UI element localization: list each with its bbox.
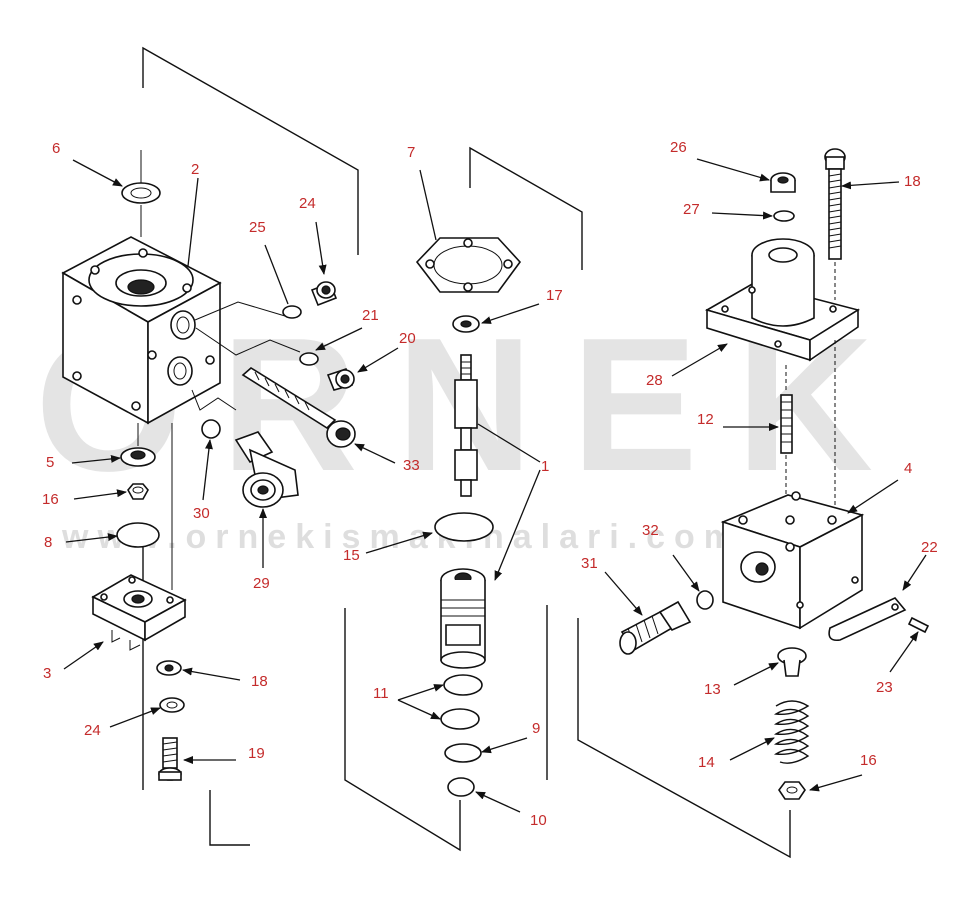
part-28-solenoid-housing bbox=[704, 238, 861, 362]
callout-29: 29 bbox=[253, 575, 270, 592]
part-1-cartridge-body bbox=[440, 568, 486, 669]
callout-13: 13 bbox=[704, 681, 721, 698]
part-10-seal bbox=[447, 777, 475, 797]
part-4-valve-block bbox=[720, 491, 865, 630]
part-24-plug bbox=[310, 281, 338, 307]
right-assembly bbox=[577, 148, 930, 859]
callout-26: 26 bbox=[670, 139, 687, 156]
callout-11: 11 bbox=[373, 685, 389, 702]
leader-arrows bbox=[63, 158, 927, 813]
callout-1: 1 bbox=[541, 458, 549, 475]
assembly-bracket bbox=[209, 790, 250, 846]
callout-12: 12 bbox=[697, 411, 714, 428]
assembly-bracket bbox=[469, 146, 583, 270]
part-23-screw bbox=[907, 616, 930, 634]
part-9-o-ring bbox=[444, 743, 482, 763]
callout-19: 19 bbox=[248, 745, 265, 762]
part-27-o-ring bbox=[773, 210, 795, 222]
callout-23: 23 bbox=[876, 679, 893, 696]
part-22-bracket bbox=[828, 597, 907, 642]
part-11-o-ring bbox=[440, 708, 480, 730]
callout-17: 17 bbox=[546, 287, 563, 304]
callout-9: 9 bbox=[532, 720, 540, 737]
callout-22: 22 bbox=[921, 539, 938, 556]
part-5-washer bbox=[120, 447, 156, 467]
part-30-o-ring bbox=[201, 419, 221, 439]
callout-5: 5 bbox=[46, 454, 54, 471]
part-16-nut bbox=[127, 483, 149, 500]
part-33-threaded-cartridge bbox=[241, 367, 356, 448]
part-25-o-ring bbox=[282, 305, 302, 319]
callout-30: 30 bbox=[193, 505, 210, 522]
callout-10: 10 bbox=[530, 812, 547, 829]
part-19-screw bbox=[158, 737, 182, 781]
callout-20: 20 bbox=[399, 330, 416, 347]
callout-14: 14 bbox=[698, 754, 715, 771]
part-7-gasket bbox=[415, 237, 522, 293]
part-1-spool bbox=[454, 354, 478, 497]
callout-18: 18 bbox=[251, 673, 268, 690]
assembly-bracket bbox=[142, 46, 359, 255]
part-17-washer bbox=[452, 315, 480, 333]
callout-28: 28 bbox=[646, 372, 663, 389]
part-29-elbow-fitting bbox=[234, 431, 299, 508]
part-14-spring bbox=[773, 700, 810, 764]
callout-21: 21 bbox=[362, 307, 379, 324]
callout-31: 31 bbox=[581, 555, 598, 572]
assembly-bracket bbox=[344, 608, 461, 852]
part-20-plug bbox=[326, 367, 355, 391]
center-assembly bbox=[344, 146, 583, 852]
part-8-o-ring bbox=[116, 522, 160, 548]
part-21-o-ring bbox=[299, 352, 319, 366]
callout-3: 3 bbox=[43, 665, 51, 682]
part-2-valve-body bbox=[61, 236, 222, 425]
part-16-nut bbox=[778, 781, 806, 800]
part-15-o-ring bbox=[434, 512, 494, 542]
callout-18: 18 bbox=[904, 173, 921, 190]
callout-8: 8 bbox=[44, 534, 52, 551]
part-6-seal bbox=[121, 182, 161, 204]
callout-32: 32 bbox=[642, 522, 659, 539]
callout-6: 6 bbox=[52, 140, 60, 157]
part-13-spring-seat bbox=[777, 647, 807, 677]
part-3-flange bbox=[91, 574, 187, 651]
callout-4: 4 bbox=[904, 460, 912, 477]
left-assembly bbox=[61, 46, 359, 846]
part-18-bolt bbox=[824, 148, 846, 260]
callout-24: 24 bbox=[299, 195, 316, 212]
callout-16: 16 bbox=[860, 752, 877, 769]
callout-24: 24 bbox=[84, 722, 101, 739]
callout-25: 25 bbox=[249, 219, 266, 236]
part-11-o-ring bbox=[443, 674, 483, 696]
part-26-cap bbox=[770, 172, 796, 193]
callout-2: 2 bbox=[191, 161, 199, 178]
assembly-bracket bbox=[577, 618, 791, 859]
part-31-fitting bbox=[619, 600, 692, 655]
part-24-lock-washer bbox=[159, 697, 185, 713]
part-18-washer bbox=[156, 660, 182, 676]
part-12-pin bbox=[780, 394, 793, 454]
part-32-o-ring bbox=[696, 590, 714, 610]
callout-27: 27 bbox=[683, 201, 700, 218]
callout-labels: 6 2 24 25 21 20 33 5 16 8 30 29 3 18 24 … bbox=[42, 139, 938, 829]
callout-7: 7 bbox=[407, 144, 415, 161]
callout-15: 15 bbox=[343, 547, 360, 564]
callout-16: 16 bbox=[42, 491, 59, 508]
callout-33: 33 bbox=[403, 457, 420, 474]
